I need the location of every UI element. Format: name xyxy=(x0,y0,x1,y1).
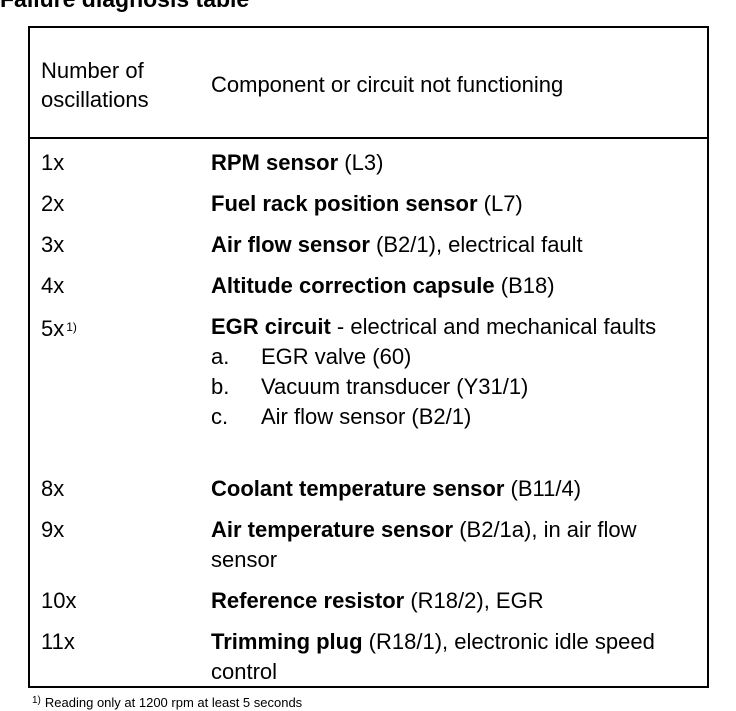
header-component-or-circuit: Component or circuit not functioning xyxy=(211,72,564,97)
sub-item: b. Vacuum transducer (Y31/1) xyxy=(211,372,707,402)
component-detail: (R18/2), EGR xyxy=(404,588,544,613)
component-name: RPM sensor xyxy=(211,150,339,175)
component-detail: (B2/1), electrical fault xyxy=(369,232,583,257)
header-number-of-oscillations: Number of oscillations xyxy=(41,58,149,112)
component-detail: (B2/1a), in air flow sensor xyxy=(211,517,637,572)
component-description: EGR circuit - electrical and mechanical … xyxy=(211,312,707,432)
component-detail: (B18) xyxy=(494,273,555,298)
component-name: Reference resistor xyxy=(211,588,405,613)
oscillation-count: 4x xyxy=(41,273,65,298)
sub-item-text: Vacuum transducer (Y31/1) xyxy=(261,374,529,399)
oscillation-count: 10x xyxy=(41,588,77,613)
component-description: Trimming plug (R18/1), electronic idle s… xyxy=(211,627,707,687)
oscillation-count: 11x xyxy=(41,629,75,654)
component-description: Air flow sensor (B2/1), electrical fault xyxy=(211,230,707,260)
component-description: Fuel rack position sensor (L7) xyxy=(211,189,707,219)
table-header: Number of oscillations Component or circ… xyxy=(30,28,707,139)
component-detail: (L3) xyxy=(338,150,384,175)
component-name: Fuel rack position sensor xyxy=(211,191,478,216)
component-name: EGR circuit xyxy=(211,314,331,339)
component-name: Air temperature sensor xyxy=(211,517,454,542)
component-name: Altitude correction capsule xyxy=(211,273,495,298)
oscillation-count: 1x xyxy=(41,150,65,175)
footnote-marker: 1) xyxy=(32,695,41,706)
oscillation-count: 2x xyxy=(41,191,65,216)
footnote-marker: 1) xyxy=(66,320,77,334)
oscillation-count: 8x xyxy=(41,476,65,501)
component-detail: (B11/4) xyxy=(504,476,582,501)
sub-item-letter: b. xyxy=(211,374,230,399)
component-description: Air temperature sensor (B2/1a), in air f… xyxy=(211,515,707,575)
sub-item-text: EGR valve (60) xyxy=(261,344,412,369)
component-detail: (R18/1), electronic idle speed control xyxy=(211,629,655,684)
sub-item-text: Air flow sensor (B2/1) xyxy=(261,404,472,429)
failure-diagnosis-table: Number of oscillations Component or circ… xyxy=(28,26,709,688)
component-detail: - electrical and mechanical faults xyxy=(330,314,657,339)
sub-item-letter: c. xyxy=(211,404,229,429)
component-name: Air flow sensor xyxy=(211,232,370,257)
component-name: Trimming plug xyxy=(211,629,363,654)
sub-item: a. EGR valve (60) xyxy=(211,342,707,372)
component-detail: (L7) xyxy=(477,191,523,216)
sub-item: c. Air flow sensor (B2/1) xyxy=(211,402,707,432)
component-description: RPM sensor (L3) xyxy=(211,148,707,178)
component-description: Reference resistor (R18/2), EGR xyxy=(211,586,707,616)
footnote: 1)Reading only at 1200 rpm at least 5 se… xyxy=(32,693,302,711)
oscillation-count: 9x xyxy=(41,517,65,542)
page-title: Failure diagnosis table xyxy=(0,0,249,12)
component-name: Coolant temperature sensor xyxy=(211,476,505,501)
oscillation-count: 3x xyxy=(41,232,65,257)
component-description: Altitude correction capsule (B18) xyxy=(211,271,707,301)
footnote-text: Reading only at 1200 rpm at least 5 seco… xyxy=(44,695,303,710)
oscillation-count-value: 5x xyxy=(41,316,65,341)
component-description: Coolant temperature sensor (B11/4) xyxy=(211,474,707,504)
sub-item-letter: a. xyxy=(211,344,230,369)
